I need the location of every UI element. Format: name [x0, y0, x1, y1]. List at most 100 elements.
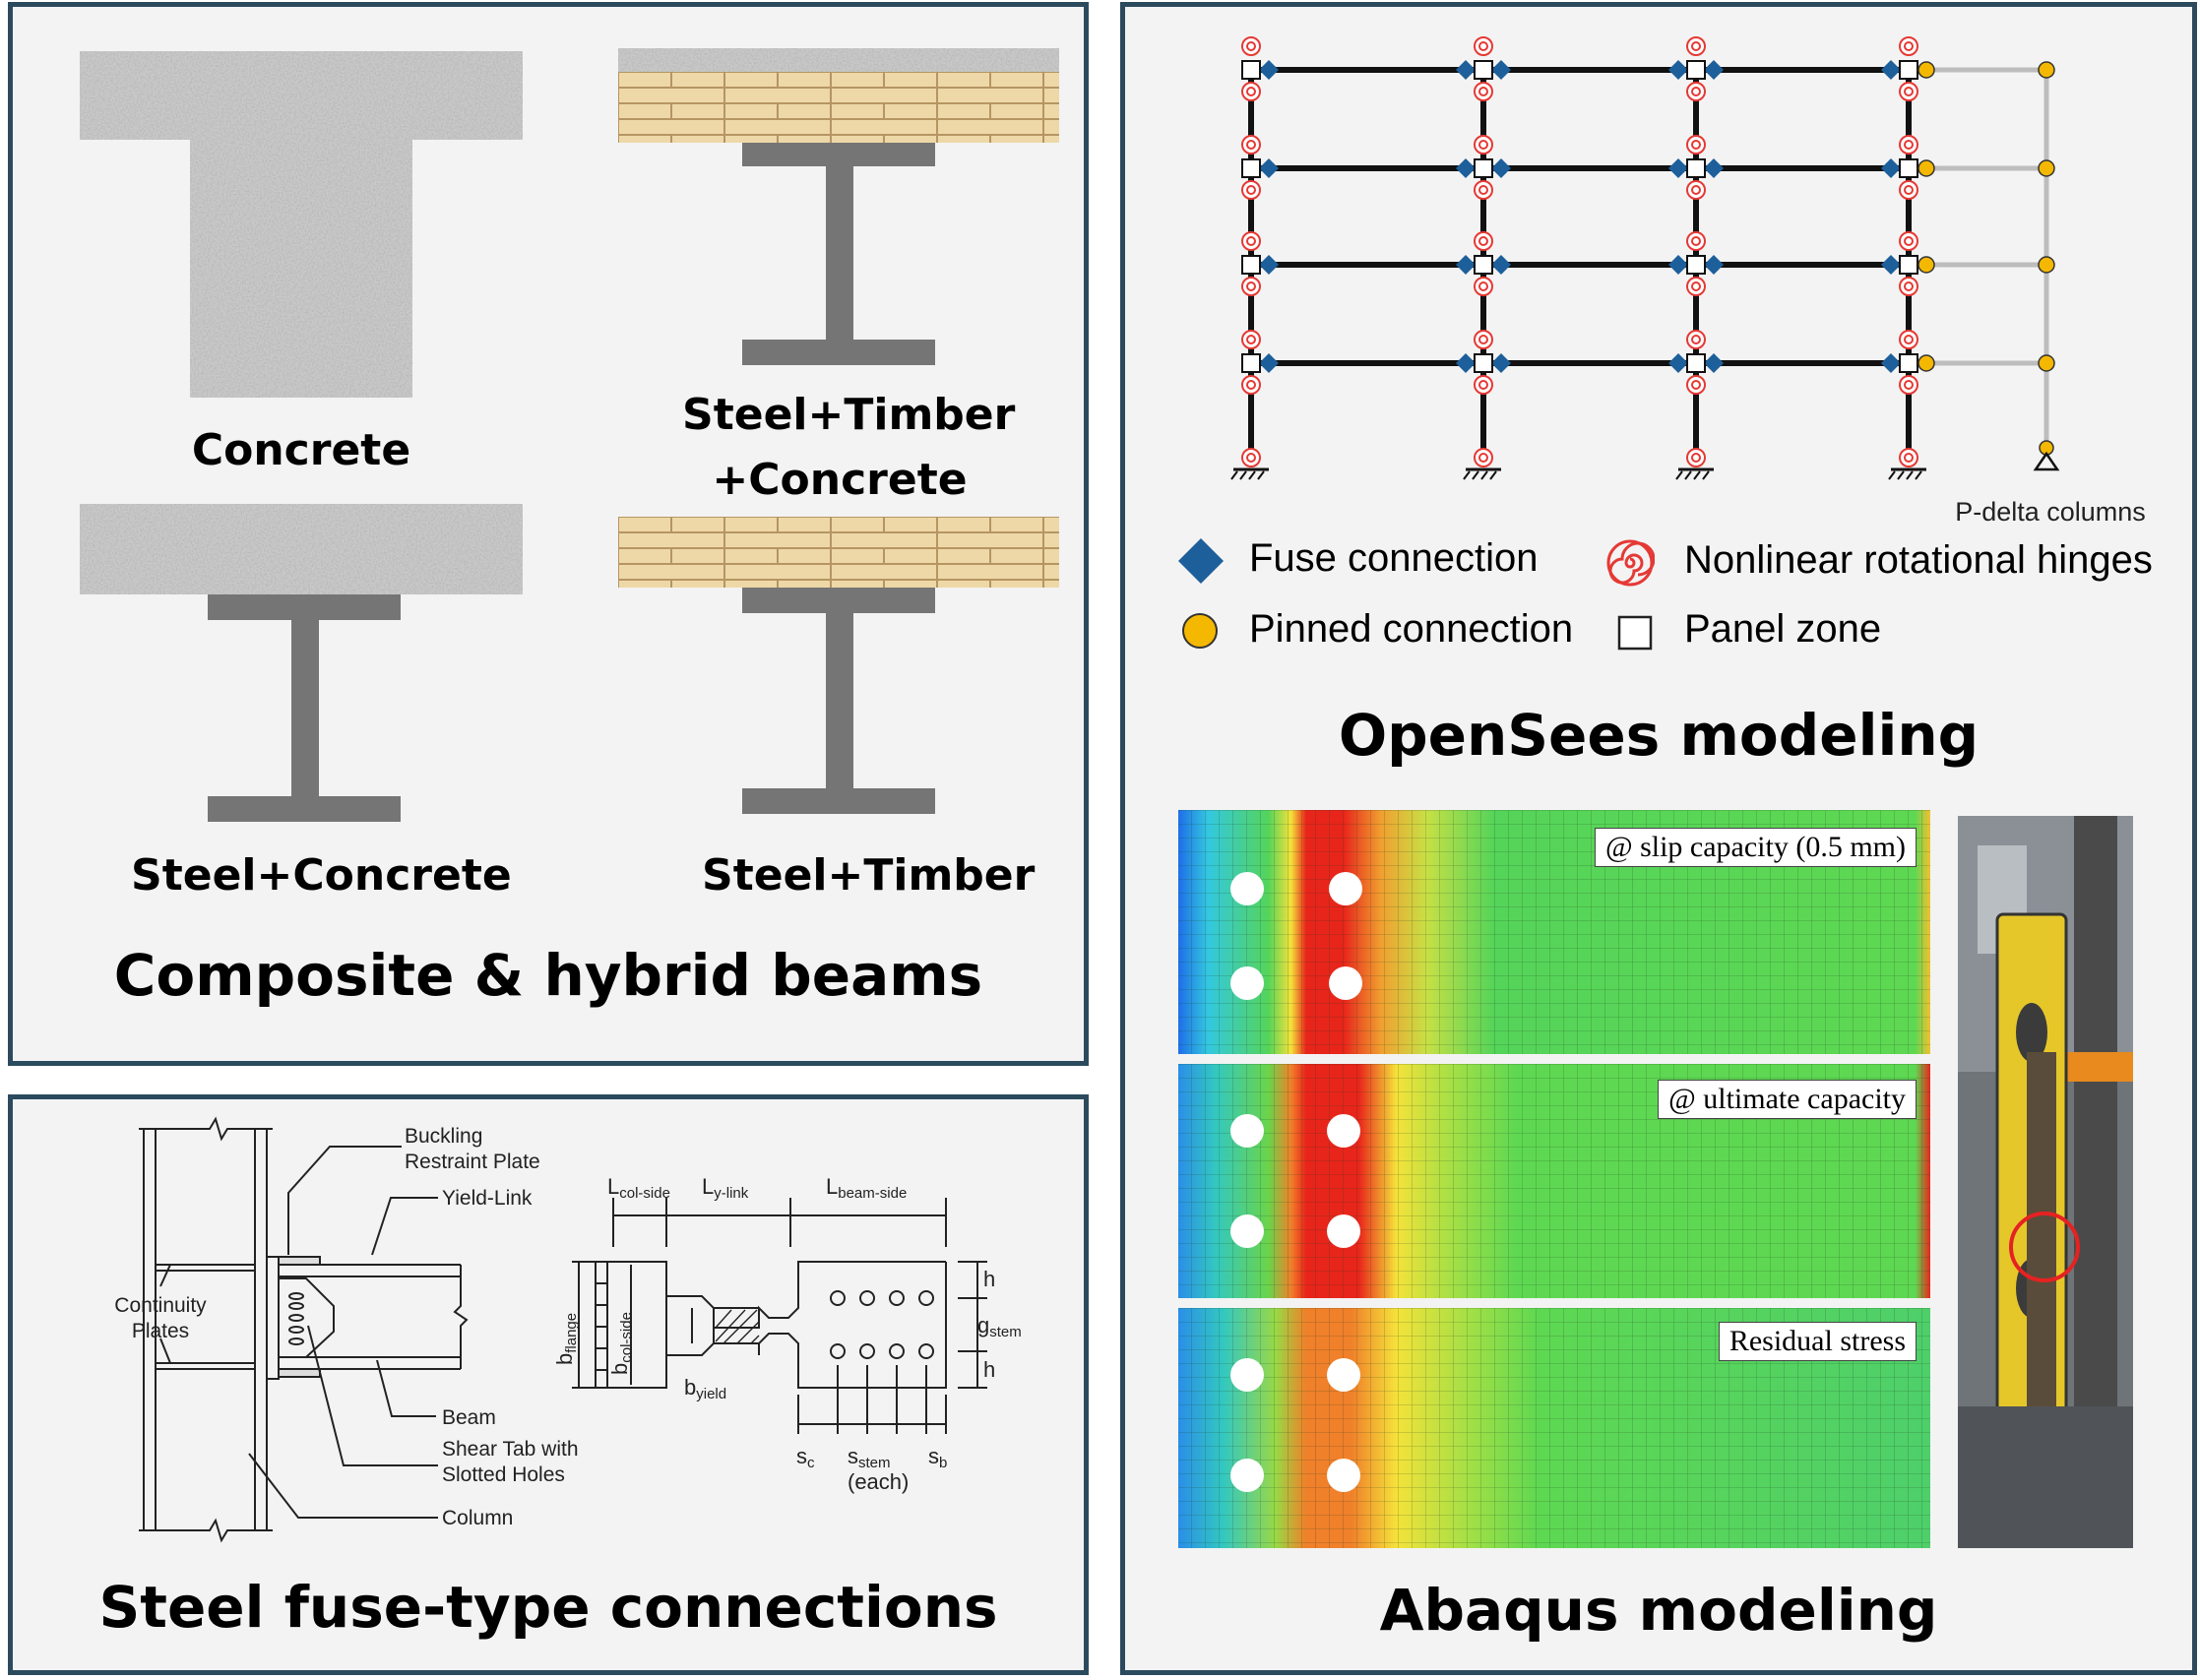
fem-plot-residual: Residual stress [1178, 1308, 1930, 1548]
fixed-support-hatch [1472, 470, 1479, 480]
pdelta-label: P-delta columns [1955, 497, 2146, 527]
label-stc-line1: Steel+Timber [682, 390, 1016, 440]
hinge-icon [1686, 277, 1706, 296]
fixed-support-hatch [1248, 470, 1256, 480]
fixed-support-hatch [1463, 470, 1471, 480]
fuse-icon [1259, 255, 1279, 275]
fem-plot-slip: @ slip capacity (0.5 mm) [1178, 810, 1930, 1054]
hinge-icon [1691, 380, 1701, 390]
hinge-icon [1246, 380, 1256, 390]
hinge-icon [1904, 41, 1914, 51]
dim-each: (each) [848, 1469, 909, 1494]
panel-zone-icon [1686, 60, 1706, 80]
dim-h-top: h [983, 1267, 995, 1291]
hinge-icon [1904, 236, 1914, 246]
fixed-support-hatch [1489, 470, 1497, 480]
opensees-title: OpenSees modeling [1338, 702, 1980, 769]
fuse-icon [1704, 60, 1724, 80]
hinge-icon [1904, 281, 1914, 291]
composite-beams-panel: Concrete Steel+Timber +Concrete Steel+Co… [8, 2, 1089, 1066]
fuse-icon [1881, 353, 1901, 373]
steel-bottom-flange [742, 788, 935, 814]
panel-title: Composite & hybrid beams [113, 942, 983, 1009]
dim-s-b: sb [928, 1444, 947, 1471]
hinge-icon [1241, 180, 1261, 200]
panel-zone-icon [1474, 60, 1493, 80]
panel-zone-icon [1241, 60, 1261, 80]
hinge-icon [1478, 87, 1488, 96]
pinned-icon [1917, 159, 1935, 177]
fixed-support-hatch [1480, 470, 1488, 480]
hinge-icon [1478, 380, 1488, 390]
steel-top-flange [742, 143, 935, 166]
callout-column: Column [442, 1507, 513, 1529]
callout-continuity-2: Plates [132, 1320, 189, 1342]
fixed-support-hatch [1702, 470, 1710, 480]
concrete-t-beam [80, 51, 523, 398]
hinge-icon [1478, 41, 1488, 51]
panel-zone-icon [1474, 255, 1493, 275]
callout-beam: Beam [442, 1406, 496, 1429]
fuse-icon [1881, 255, 1901, 275]
fixed-support-hatch [1675, 470, 1683, 480]
panel-zone-icon [1899, 255, 1918, 275]
fuse-icon [1259, 60, 1279, 80]
fem-plot-ultimate: @ ultimate capacity [1178, 1064, 1930, 1298]
pinned-icon [2038, 354, 2055, 372]
hinge-icon [1686, 135, 1706, 155]
dim-g-stem: gstem [977, 1313, 1022, 1340]
hinge-icon [1246, 335, 1256, 344]
fuse-icon [1491, 255, 1511, 275]
hinge-icon [1899, 36, 1918, 56]
label-stc-line2: +Concrete [712, 455, 968, 505]
hinge-icon [1246, 41, 1256, 51]
pin-support [2033, 451, 2060, 471]
steel-web [826, 166, 853, 342]
fixed-support-hatch [1684, 470, 1692, 480]
hinge-icon [1478, 281, 1488, 291]
test-photo [1958, 816, 2133, 1548]
callout-buckling-1: Buckling [405, 1125, 482, 1148]
hinge-icon [1691, 453, 1701, 463]
hinge-icon [1246, 140, 1256, 150]
label-concrete: Concrete [191, 425, 411, 475]
hinge-icon [1241, 231, 1261, 251]
modeling-panel: P-delta columns Fuse connection Nonlinea… [1120, 2, 2197, 1675]
hinge-icon [1478, 140, 1488, 150]
panel-zone-icon [1241, 255, 1261, 275]
hinge-icon [1691, 140, 1701, 150]
steel-top-flange [742, 588, 935, 613]
hinge-icon [1474, 375, 1493, 395]
fixed-support-hatch [1693, 470, 1701, 480]
label-steel-timber: Steel+Timber [702, 850, 1036, 901]
fuse-icon [1491, 60, 1511, 80]
concrete-slab [80, 504, 523, 594]
hinge-icon [1474, 330, 1493, 349]
hinge-spiral-icon [1606, 539, 1655, 587]
pinned-icon [1917, 256, 1935, 274]
fuse-icon [1881, 158, 1901, 178]
fixed-support-hatch [1888, 470, 1896, 480]
steel-web [826, 613, 853, 790]
dim-b-col-side: bcol-side [607, 1312, 635, 1375]
pinned-icon [2038, 61, 2055, 79]
fuse-icon [1704, 255, 1724, 275]
timber-deck [618, 517, 1059, 588]
panel-zone-icon [1686, 353, 1706, 373]
fuse-icon [1491, 353, 1511, 373]
steel-top-flange [208, 594, 401, 620]
panel-zone-icon [1241, 158, 1261, 178]
callout-shear-tab-1: Shear Tab with [442, 1438, 579, 1461]
opensees-frame: P-delta columns [1230, 36, 2146, 527]
hinge-icon [1899, 330, 1918, 349]
panel-zone-icon [1474, 353, 1493, 373]
fuse-icon [1456, 255, 1476, 275]
hinge-icon [1474, 277, 1493, 296]
fuse-icon [1259, 158, 1279, 178]
pinned-icon [2038, 256, 2055, 274]
hinge-icon [1899, 82, 1918, 101]
panel-zone-icon [1474, 158, 1493, 178]
callout-shear-tab-2: Slotted Holes [442, 1463, 565, 1486]
hinge-icon [1241, 330, 1261, 349]
fuse-icon [1881, 60, 1901, 80]
